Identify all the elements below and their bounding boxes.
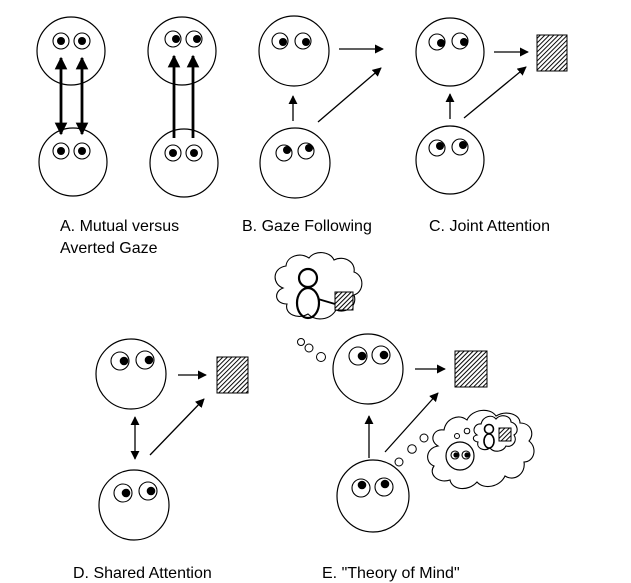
- face-b-top: [258, 15, 330, 87]
- thought-bubble: [463, 427, 471, 435]
- face-e-mini: [445, 441, 475, 471]
- face-e-top: [332, 333, 404, 405]
- eye: [52, 142, 70, 160]
- gaze-arrow-diagonal: [149, 398, 205, 456]
- eye: [138, 481, 158, 501]
- hatched-object-nested: [498, 427, 512, 442]
- panel-d: D. Shared Attention: [73, 338, 249, 582]
- gaze-arrow-diagonal: [317, 67, 382, 123]
- eye: [73, 32, 91, 50]
- eye: [275, 144, 293, 162]
- eye: [374, 477, 394, 497]
- panel-b: B. Gaze Following: [242, 15, 384, 235]
- face-a-left-top: [36, 16, 106, 86]
- panel-a-label-line2: Averted Gaze: [60, 240, 158, 257]
- panel-a: A. Mutual versus Averted Gaze: [36, 16, 219, 257]
- panel-e-label: E. "Theory of Mind": [322, 565, 460, 582]
- thought-bubble: [304, 343, 314, 353]
- thought-cloud-top: [274, 252, 363, 320]
- face-e-bottom: [336, 459, 410, 533]
- thought-bubble: [316, 352, 326, 362]
- eye: [271, 32, 289, 50]
- eye: [73, 142, 91, 160]
- eye: [461, 450, 471, 460]
- eye: [371, 345, 391, 365]
- hatched-object: [536, 34, 568, 72]
- thought-cloud-nested: [427, 409, 535, 490]
- face-b-bottom: [259, 127, 331, 199]
- eye: [428, 33, 446, 51]
- face-d-top: [95, 338, 167, 410]
- gaze-arrow-diagonal: [384, 392, 439, 453]
- panel-c-label: C. Joint Attention: [429, 218, 550, 235]
- panel-e: E. "Theory of Mind": [274, 252, 535, 582]
- eye: [185, 30, 203, 48]
- thought-bubble: [297, 338, 305, 346]
- eye: [135, 350, 155, 370]
- gaze-arrow-diagonal: [463, 66, 527, 119]
- hatched-object: [216, 356, 249, 394]
- panel-b-label: B. Gaze Following: [242, 218, 372, 235]
- eye: [185, 144, 203, 162]
- eye: [450, 450, 460, 460]
- thought-bubble: [419, 433, 429, 443]
- eye: [164, 144, 182, 162]
- eye: [451, 32, 469, 50]
- eye: [297, 142, 315, 160]
- eye: [110, 351, 130, 371]
- hatched-object-thought: [334, 291, 354, 311]
- face-c-bottom: [415, 125, 485, 195]
- face-a-right-bottom: [149, 128, 219, 198]
- face-d-bottom: [98, 469, 170, 541]
- eye: [113, 483, 133, 503]
- thought-bubble: [454, 433, 460, 439]
- eye: [164, 30, 182, 48]
- face-c-top: [415, 17, 485, 87]
- eye: [294, 32, 312, 50]
- eye: [351, 478, 371, 498]
- person-glyph-icon: [483, 423, 495, 449]
- panel-c: C. Joint Attention: [415, 17, 568, 235]
- thought-bubble: [394, 457, 404, 467]
- eye: [348, 346, 368, 366]
- hatched-object: [454, 350, 488, 388]
- face-a-left-bottom: [38, 127, 108, 197]
- eye: [428, 139, 446, 157]
- panel-a-label-line1: A. Mutual versus: [60, 218, 179, 235]
- eye: [52, 32, 70, 50]
- panel-d-label: D. Shared Attention: [73, 565, 212, 582]
- face-a-right-top: [147, 16, 217, 86]
- thought-bubble: [407, 444, 417, 454]
- eye: [451, 138, 469, 156]
- person-glyph-icon: [295, 267, 336, 320]
